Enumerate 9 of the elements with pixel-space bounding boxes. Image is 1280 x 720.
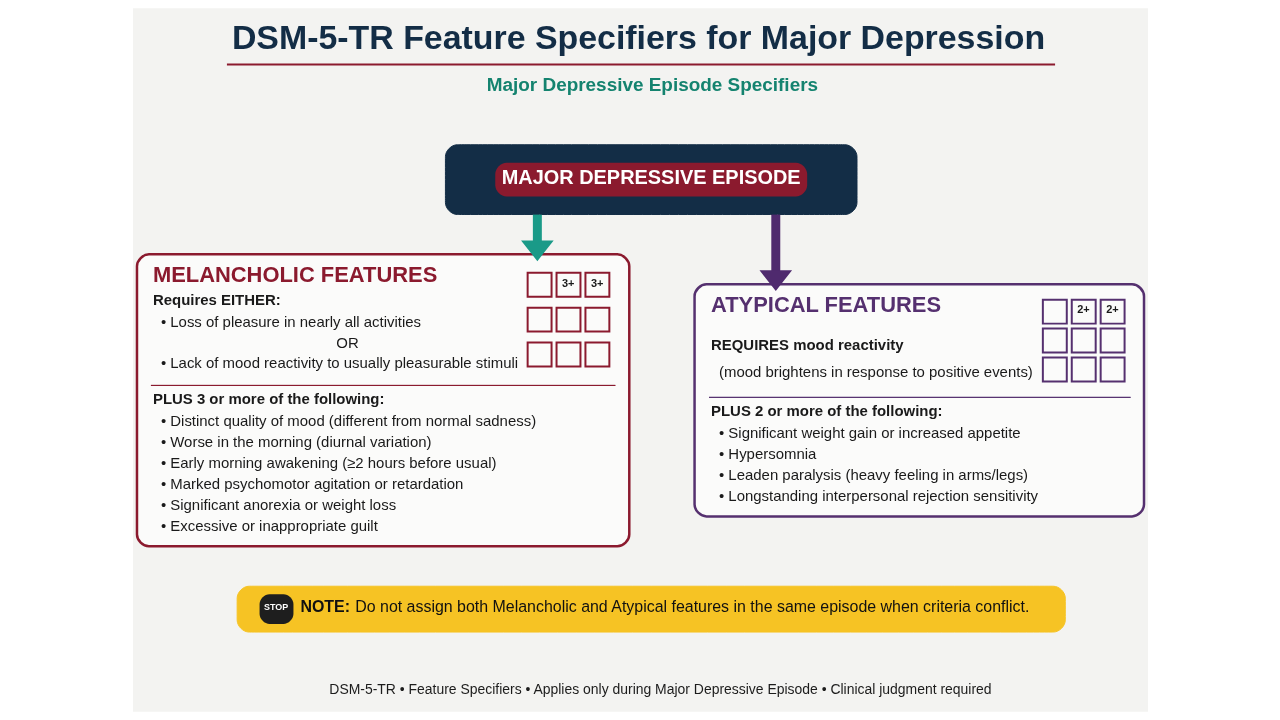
node-box: MAJOR DEPRESSIVE EPISODE: [444, 144, 857, 215]
node-box: STOP NOTE: Do not assign both Melancholic and Atypical features in the same episode when criteria conflict.: [236, 585, 1066, 633]
label: Major Depressive Episode Specifiers: [486, 73, 818, 95]
label: DSM-5-TR • Feature Specifiers • Applies only during Major Depressive Episode • Clinical judgment required: [328, 680, 992, 697]
diagram-title: DSM-5-TR Feature Specifiers for Major Depression: [231, 17, 1045, 56]
node-box: ATYPICAL FEATURES 2+ 2+ REQUIRES mood reactivity (mood brightens in response to positive events) PLUS 2 or more of the following: • Significant weight gain or increased appetite • Hypersomnia • Leaden paralysis (heavy feeling in arms/legs) • Longstanding interpersonal rejection sensitivity: [692, 283, 1145, 518]
node-box: MELANCHOLIC FEATURES 3+ 3+ Requires EITHER: • Loss of pleasure in nearly all activities OR • Lack of mood reactivity to usually pleasurable stimuli PLUS 3 or more of the following: • Distinct quality of mood (different from normal sadness) • Worse in the morning (diurnal variation) • Early morning awakening (≥2 hours before usual) • Marked psychomotor agitation or retardation • Significant anorexia or weight loss • Excessive or inappropriate guilt: [135, 253, 631, 548]
arrow: [520, 214, 554, 262]
arrow: [759, 214, 792, 292]
